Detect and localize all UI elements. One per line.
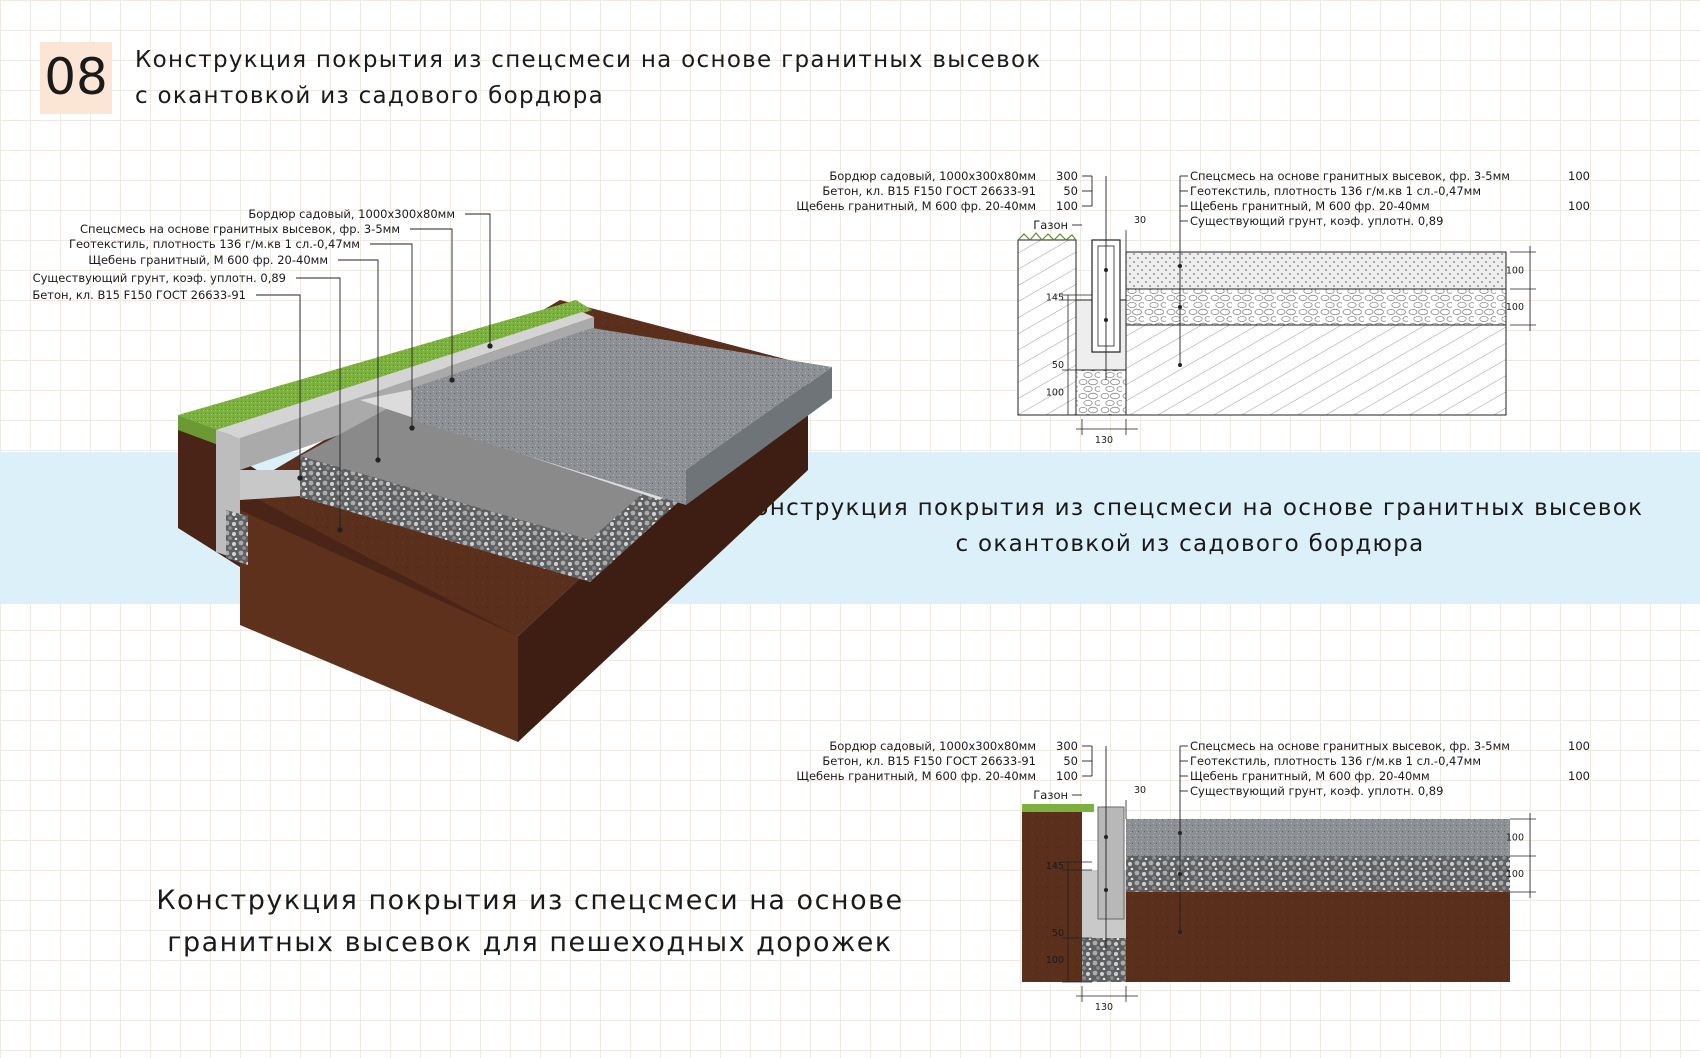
line-gravel-layer [1125, 288, 1507, 326]
bottom-lawn-label: Газон [1033, 788, 1068, 802]
band-title-line2: с окантовкой из садового бордюра [955, 531, 1425, 557]
top-right-label-1: Геотекстиль, плотность 136 г/м.кв 1 сл.-… [1190, 184, 1481, 198]
bottom-right-label-0: Спецсмесь на основе гранитных высевок, ф… [1190, 739, 1510, 753]
top-dim-gravel: 100 [1046, 388, 1064, 399]
iso-grass-top [178, 300, 592, 435]
iso-label-concrete: Бетон, кл. В15 F150 ГОСТ 26633-91 [32, 288, 246, 302]
line-soil-right [1125, 324, 1507, 416]
line-soil-left [1017, 239, 1077, 416]
top-right-label-3: Существующий грунт, коэф. уплотн. 0,89 [1190, 214, 1443, 228]
iso-label-gravel: Щебень гранитный, М 600 фр. 20-40мм [88, 253, 328, 267]
line-grass-edge [1017, 232, 1077, 241]
top-dim-gap: 30 [1134, 215, 1146, 226]
iso-mix-front [412, 388, 686, 505]
top-dim-layer2: 100 [1506, 302, 1524, 313]
band-title: Конструкция покрытия из спецсмеси на осн… [737, 490, 1644, 562]
col-soil-left [1022, 812, 1082, 982]
iso-label-soil: Существующий грунт, коэф. уплотн. 0,89 [33, 271, 286, 285]
top-right-value-0: 100 [1568, 169, 1590, 183]
bottom-right-label-2: Щебень гранитный, М 600 фр. 20-40мм [1190, 769, 1430, 783]
iso-concrete-haunch [240, 470, 300, 500]
top-left-label-0: Бордюр садовый, 1000х300х80мм [829, 169, 1036, 183]
bottom-dim-concrete: 50 [1052, 928, 1064, 939]
bottom-left-label-2: Щебень гранитный, М 600 фр. 20-40мм [796, 769, 1036, 783]
col-base-gravel [1082, 938, 1126, 982]
top-left-value-2: 100 [1056, 199, 1078, 213]
section-number-box [40, 42, 112, 114]
top-left-label-2: Щебень гранитный, М 600 фр. 20-40мм [796, 199, 1036, 213]
section-number: 08 [44, 48, 108, 106]
bottom-left-value-2: 100 [1056, 769, 1078, 783]
page-title: Конструкция покрытия из спецсмеси на осн… [135, 42, 1042, 114]
bottom-dim-kerb: 145 [1046, 861, 1064, 872]
col-mix-layer [1126, 819, 1510, 856]
bottom-title-line1: Конструкция покрытия из спецсмеси на осн… [156, 885, 904, 916]
section-line-drawing [1017, 232, 1507, 416]
top-right-value-2: 100 [1568, 199, 1590, 213]
iso-label-mix: Спецсмесь на основе гранитных высевок, ф… [80, 222, 400, 236]
top-dim-kerb: 145 [1046, 293, 1064, 304]
bottom-left-value-0: 300 [1056, 739, 1078, 753]
bottom-left-label-1: Бетон, кл. В15 F150 ГОСТ 26633-91 [822, 754, 1036, 768]
col-soil-right [1126, 892, 1510, 982]
col-grass [1022, 804, 1094, 812]
page-title-line2: с окантовкой из садового бордюра [135, 83, 605, 109]
top-lawn-label: Газон [1033, 218, 1068, 232]
section-colored-drawing [1022, 804, 1510, 982]
col-gravel-layer [1126, 856, 1510, 892]
bottom-title: Конструкция покрытия из спецсмеси на осн… [156, 880, 903, 964]
top-dim-width: 130 [1095, 435, 1113, 446]
col-kerb [1097, 806, 1125, 920]
bottom-dim-gravel: 100 [1046, 955, 1064, 966]
line-mix-layer [1125, 251, 1507, 290]
bottom-dim-layer2: 100 [1506, 869, 1524, 880]
iso-label-group [256, 213, 493, 533]
iso-label-kerb: Бордюр садовый, 1000х300х80мм [248, 207, 455, 221]
bottom-title-line2: гранитных высевок для пешеходных дорожек [167, 927, 893, 958]
top-right-label-2: Щебень гранитный, М 600 фр. 20-40мм [1190, 199, 1430, 213]
bottom-left-value-1: 50 [1063, 754, 1078, 768]
bottom-dim-width: 130 [1095, 1002, 1113, 1013]
top-left-value-1: 50 [1063, 184, 1078, 198]
page-title-line1: Конструкция покрытия из спецсмеси на осн… [135, 47, 1042, 73]
line-base-gravel [1075, 369, 1127, 416]
bottom-left-label-0: Бордюр садовый, 1000х300х80мм [829, 739, 1036, 753]
top-dim-layer1: 100 [1506, 266, 1524, 277]
top-right-label-0: Спецсмесь на основе гранитных высевок, ф… [1190, 169, 1510, 183]
iso-label-geotextile: Геотекстиль, плотность 136 г/м.кв 1 сл.-… [69, 237, 360, 251]
bottom-right-label-3: Существующий грунт, коэф. уплотн. 0,89 [1190, 784, 1443, 798]
bottom-right-value-0: 100 [1568, 739, 1590, 753]
top-dim-concrete: 50 [1052, 360, 1064, 371]
iso-mix-side [686, 367, 832, 505]
iso-gravel-front [300, 456, 590, 582]
iso-soil-front [240, 510, 518, 742]
bottom-dim-layer1: 100 [1506, 833, 1524, 844]
bottom-right-value-2: 100 [1568, 769, 1590, 783]
top-left-value-0: 300 [1056, 169, 1078, 183]
band-title-line1: Конструкция покрытия из спецсмеси на осн… [736, 495, 1644, 521]
bottom-dim-gap: 30 [1134, 785, 1146, 796]
isometric-model: Бордюр садовый, 1000х300х80мм Спецсмесь … [32, 207, 832, 742]
iso-kerb-gravel [226, 510, 248, 565]
bottom-right-label-1: Геотекстиль, плотность 136 г/м.кв 1 сл.-… [1190, 754, 1481, 768]
iso-mix-top [412, 328, 832, 470]
top-left-label-1: Бетон, кл. В15 F150 ГОСТ 26633-91 [822, 184, 1036, 198]
iso-kerb-top [216, 312, 594, 438]
